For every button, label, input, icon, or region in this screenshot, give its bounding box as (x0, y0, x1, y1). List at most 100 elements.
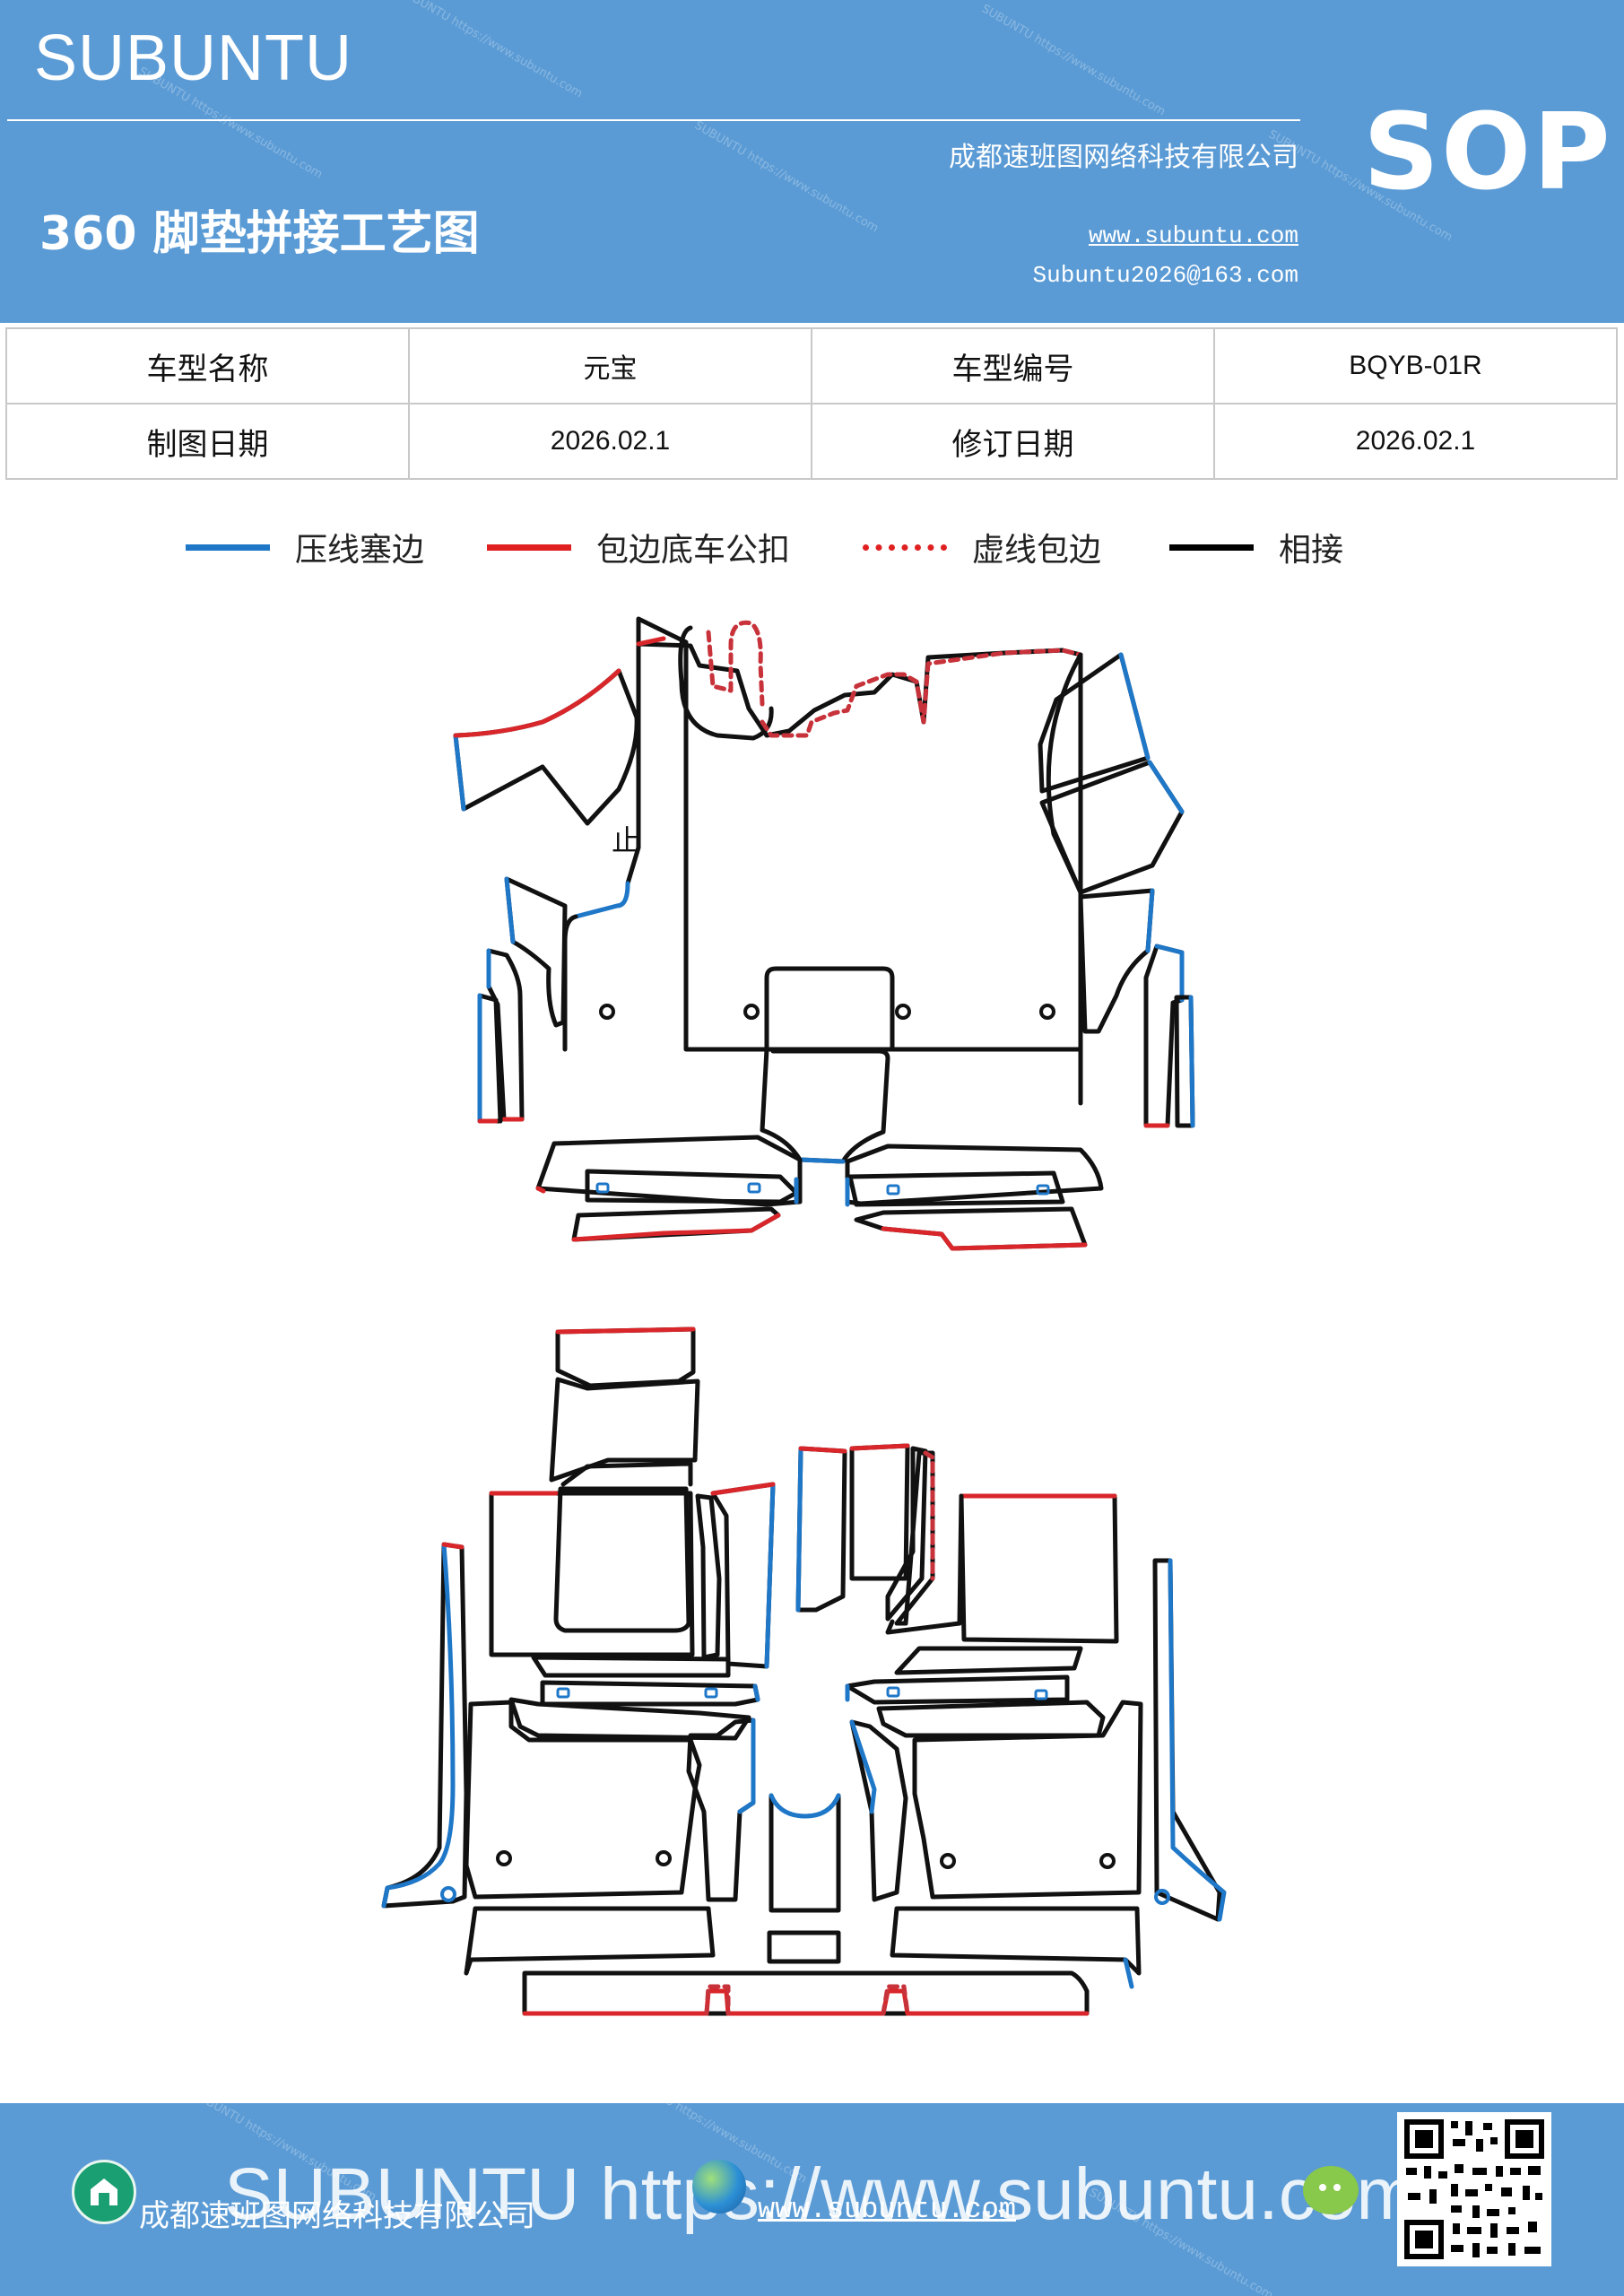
rear-center-tunnel (769, 1793, 841, 1913)
value-revise-date: 2026.02.1 (1213, 403, 1618, 480)
legend-swatch (186, 544, 270, 551)
legend-item-press-edge: 压线塞边 (186, 520, 424, 574)
line-legend: 压线塞边 包边底车公扣 虚线包边 相接 (0, 520, 1624, 574)
rear-left-sill-strip (540, 1680, 760, 1707)
sop-badge: SOP (1363, 90, 1612, 213)
rear-left-pillar-a (695, 1493, 722, 1660)
front-notch-dashed (706, 620, 765, 707)
rear-floor-left (464, 1700, 702, 1900)
bottom-rear-assembly (381, 1326, 1227, 2016)
footer-watermark-text: SUBUNTU https://www.subuntu.com (224, 2153, 1418, 2235)
clip-hole (940, 1853, 956, 1869)
front-left-sill-strip (585, 1169, 799, 1205)
clip-hole (440, 1886, 456, 1902)
front-center-tunnel (760, 1047, 890, 1164)
clip-slot (595, 1182, 610, 1194)
floor-mat-splicing-diagram: 止 (381, 616, 1227, 2016)
clip-slot (747, 1182, 761, 1194)
clip-slot (886, 1184, 900, 1196)
clip-hole (656, 1850, 672, 1866)
legend-item-joint: 相接 (1169, 520, 1343, 574)
header-divider (7, 119, 1300, 121)
rear-center-pillar-left (795, 1446, 847, 1613)
legend-label: 相接 (1279, 532, 1344, 569)
clip-hole (599, 1004, 615, 1020)
value-model-code: BQYB-01R (1213, 327, 1618, 404)
legend-swatch (1169, 544, 1254, 551)
top-front-assembly: 止 (453, 616, 1195, 1251)
legend-label: 包边底车公扣 (596, 532, 791, 569)
rear-right-sill-bottom (876, 1700, 1106, 1738)
footer-website-link[interactable]: www.subuntu.com (758, 2193, 1017, 2226)
legend-label: 虚线包边 (972, 532, 1102, 569)
table-row: 制图日期 2026.02.1 修订日期 2026.02.1 (5, 403, 1618, 480)
front-left-pillar-3 (477, 993, 503, 1124)
clip-hole (1099, 1853, 1116, 1869)
label-draw-date: 制图日期 (5, 403, 410, 480)
page-title: 360 脚垫拼接工艺图 (39, 207, 480, 261)
rear-left-sill-bottom (508, 1697, 751, 1741)
rear-center-right-b (894, 1450, 935, 1626)
company-name: 成都速班图网络科技有限公司 (949, 142, 1298, 173)
front-top-dashed-edge (760, 648, 1083, 738)
rear-headrest-mid (549, 1377, 700, 1483)
rear-headrest-top (555, 1326, 696, 1388)
clip-hole (895, 1004, 911, 1020)
rear-floor-right (912, 1700, 1143, 1900)
clip-slot (886, 1686, 900, 1698)
rear-left-pillar-b (710, 1482, 776, 1669)
label-revise-date: 修订日期 (811, 403, 1215, 480)
front-left-pillar-2 (486, 948, 525, 1122)
clip-hole (1039, 1004, 1055, 1020)
front-main-mat (636, 616, 1083, 1052)
label-model-code: 车型编号 (811, 327, 1215, 404)
clip-hole (743, 1004, 760, 1020)
clip-hole (496, 1850, 512, 1866)
rear-right-long-pillar (1152, 1558, 1222, 1922)
rear-left-sill-top (531, 1655, 731, 1678)
rear-right-sill-top (894, 1646, 1083, 1675)
front-left-flap (453, 668, 639, 826)
wechat-icon (1303, 2166, 1359, 2214)
rear-center-small-block (767, 1930, 841, 1964)
stop-marker: 止 (612, 823, 640, 857)
front-left-pillar-1 (504, 876, 568, 1028)
clip-slot (556, 1687, 570, 1699)
rear-right-sill-strip (845, 1674, 1070, 1705)
front-left-sill (535, 1135, 803, 1207)
rear-seat-back-left (489, 1491, 695, 1657)
clip-slot (704, 1687, 718, 1699)
logo-text: SUBUNTU (34, 22, 353, 94)
vehicle-info-table: 车型名称 元宝 车型编号 BQYB-01R 制图日期 2026.02.1 修订日… (5, 327, 1618, 480)
label-model-name: 车型名称 (5, 327, 410, 404)
rear-seat-back-right (959, 1493, 1119, 1644)
rear-bottom-long-edge (522, 1970, 1090, 2016)
value-draw-date: 2026.02.1 (408, 403, 812, 480)
clip-slot (1036, 1184, 1050, 1196)
clip-hole (1154, 1889, 1170, 1905)
rear-bottom-right-bar (890, 1906, 1142, 1976)
front-right-sill-strip (847, 1170, 1065, 1207)
clip-slot (1034, 1689, 1048, 1700)
legend-swatch (487, 544, 571, 551)
rear-bottom-left-bar (464, 1906, 716, 1976)
rear-right-tunnel-side (849, 1719, 908, 1902)
legend-item-wrap-edge: 包边底车公扣 (487, 520, 790, 574)
qr-code[interactable] (1397, 2112, 1551, 2266)
front-right-sill (845, 1144, 1104, 1206)
legend-label: 压线塞边 (295, 532, 425, 569)
legend-swatch (863, 544, 947, 551)
table-row: 车型名称 元宝 车型编号 BQYB-01R (5, 327, 1618, 404)
legend-item-dashed-wrap: 虚线包边 (863, 520, 1101, 574)
rear-center-top (849, 1443, 910, 1581)
header-banner: SUBUNTU https://www.subuntu.com SUBUNTU … (0, 0, 1624, 323)
globe-icon (692, 2160, 746, 2213)
front-right-pillar-1 (1078, 888, 1155, 1034)
email-address: Subuntu2026@163.com (1032, 262, 1298, 289)
rear-seat-back-left-inner (553, 1486, 691, 1633)
footer-banner: SUBUNTU https://www.subuntu.com SUBUNTU … (0, 2103, 1624, 2296)
footer-company-name: 成都速班图网络科技有限公司 (139, 2198, 535, 2234)
building-icon (72, 2160, 136, 2224)
value-model-name: 元宝 (408, 327, 812, 404)
website-link[interactable]: www.subuntu.com (1088, 222, 1298, 249)
